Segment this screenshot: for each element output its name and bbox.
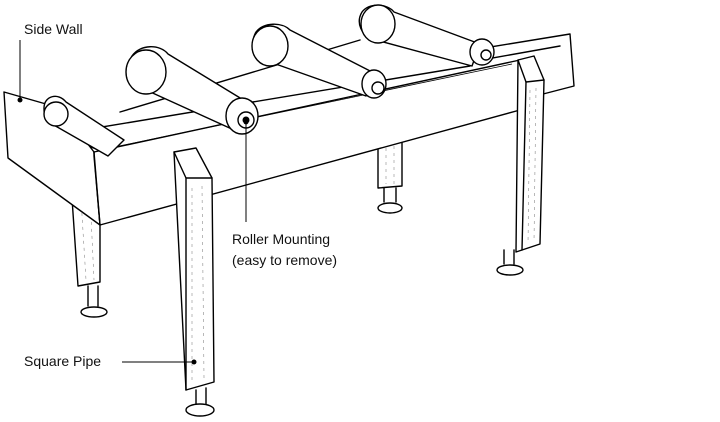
leader-side-wall [17, 40, 23, 103]
label-roller-mounting-note: (easy to remove) [232, 252, 337, 268]
leader-square-pipe [122, 359, 197, 365]
label-roller-mounting: Roller Mounting [232, 231, 330, 247]
leg-front-left [173, 147, 215, 417]
side-wall [3, 59, 521, 226]
leader-roller-mounting [243, 119, 249, 222]
roller-4 [358, 4, 495, 67]
roller-1 [43, 95, 125, 157]
leg-front-right [496, 55, 545, 276]
label-side-wall: Side Wall [24, 21, 83, 37]
roller-2 [125, 46, 259, 135]
roller-3 [251, 23, 387, 99]
label-square-pipe: Square Pipe [24, 353, 101, 369]
